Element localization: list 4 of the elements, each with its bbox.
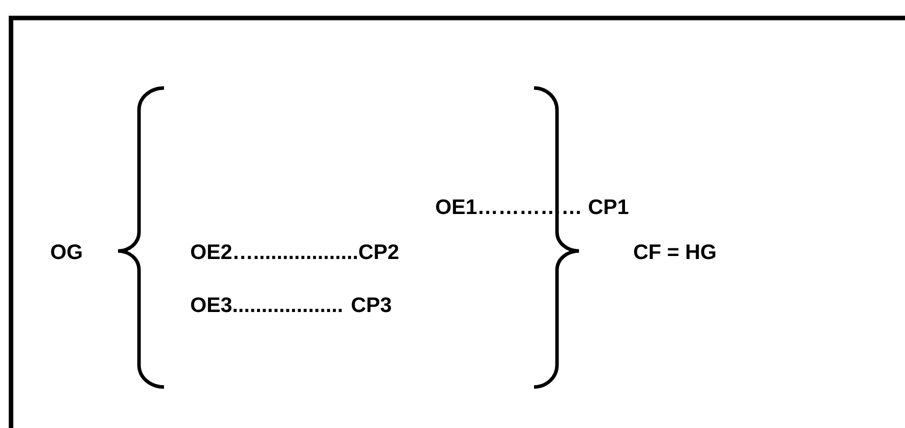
text-line: CF = HG [634,244,716,260]
text-line: OG [51,244,82,260]
text-line: OE2…..................CP2 [191,244,398,260]
text-line: OE3................... CP3 [191,297,391,312]
